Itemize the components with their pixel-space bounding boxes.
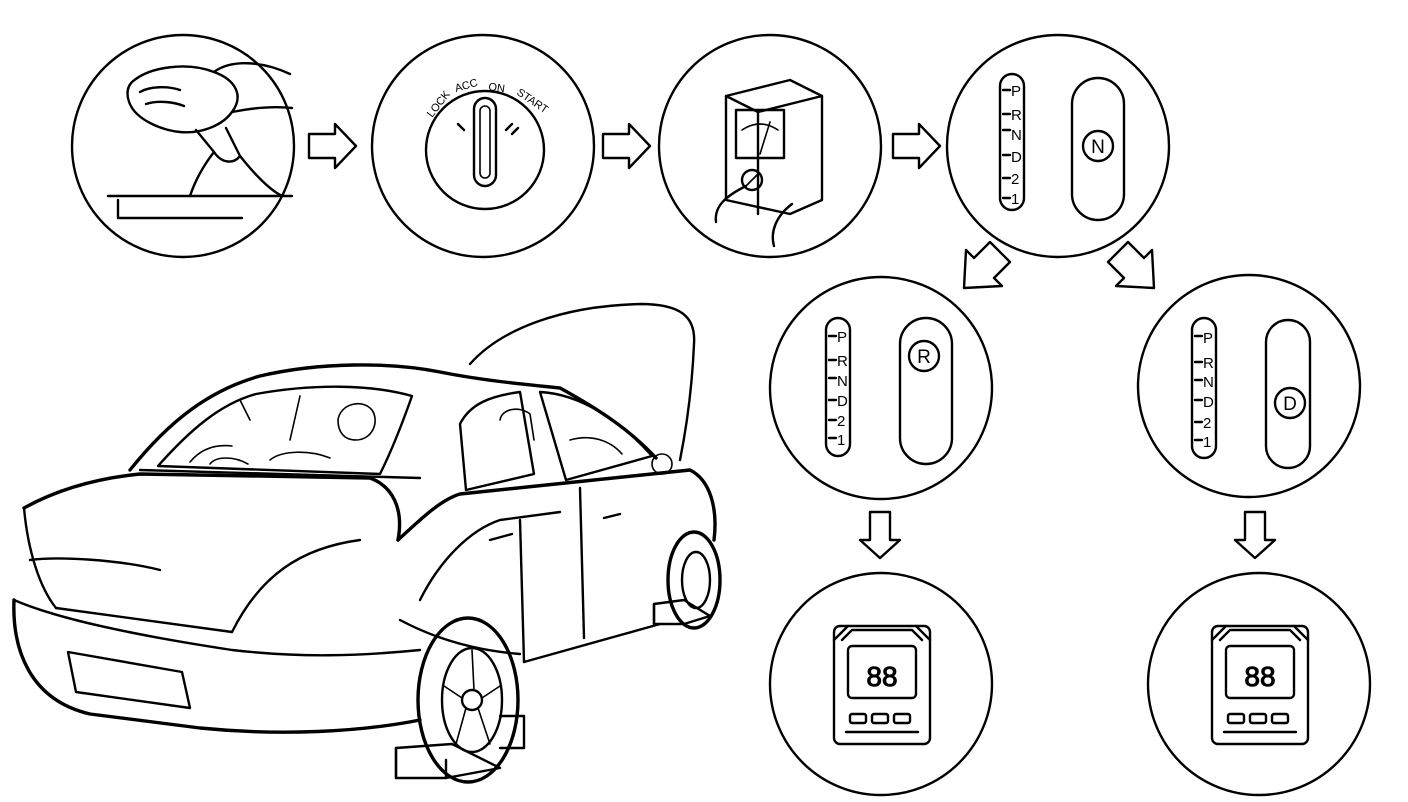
gate-label-n: N: [837, 373, 848, 390]
diagnostic-display-icon: 88: [832, 624, 932, 746]
selected-gear-n: N: [1091, 137, 1105, 158]
side-window-front: [538, 390, 654, 482]
gate-label-p: P: [1011, 83, 1021, 100]
step-shift-neutral: P R N D 2 1 N: [945, 33, 1171, 259]
gate-label-r: R: [1203, 355, 1214, 372]
switch-label-on: ON: [488, 81, 506, 95]
gate-label-r: R: [837, 353, 848, 370]
flow-arrow-icon: [601, 122, 652, 170]
rear-window: [156, 385, 414, 476]
rear-bumper: [12, 598, 422, 734]
step-shift-reverse: P R N D 2 1 R: [768, 275, 994, 501]
shift-gate-icon: P R N D 2 1 N: [998, 72, 1126, 222]
gate-label-d: D: [1011, 149, 1022, 166]
gate-label-d: D: [837, 393, 848, 410]
display-readout: 88: [1244, 661, 1275, 692]
gate-label-1: 1: [837, 432, 845, 449]
flow-arrow-icon: [891, 122, 942, 170]
side-window-rear: [458, 390, 536, 492]
flow-arrow-icon: [307, 122, 358, 170]
flow-arrow-icon: [1233, 510, 1277, 560]
step-ignition-switch: LOCK ACC ON START: [370, 33, 596, 259]
ignition-switch-icon: LOCK ACC ON START: [424, 77, 550, 211]
parking-brake-icon: [106, 62, 294, 220]
gate-label-2: 2: [1203, 415, 1211, 432]
open-hood: [468, 302, 696, 462]
gate-label-2: 2: [1011, 171, 1019, 188]
shift-gate-icon: P R N D 2 1 R: [824, 316, 954, 466]
flow-arrow-icon: [962, 240, 1012, 290]
selected-gear-r: R: [917, 347, 931, 368]
gate-label-1: 1: [1011, 191, 1019, 208]
flow-arrow-icon: [858, 510, 902, 560]
gate-label-r: R: [1011, 107, 1022, 124]
rear-wheel: [416, 616, 520, 784]
gate-label-d: D: [1203, 394, 1214, 411]
gate-label-p: P: [837, 329, 847, 346]
selected-gear-d: D: [1283, 394, 1297, 415]
tester-meter-icon: [714, 78, 824, 248]
display-readout: 88: [866, 661, 897, 692]
step-display-drive: 88: [1146, 571, 1372, 797]
gate-label-1: 1: [1203, 434, 1211, 451]
step-shift-drive: P R N D 2 1 D: [1136, 273, 1362, 499]
diagnostic-display-icon: 88: [1210, 624, 1310, 746]
gate-label-n: N: [1011, 127, 1022, 144]
shift-gate-icon: P R N D 2 1 D: [1190, 316, 1312, 470]
front-wheel: [666, 530, 722, 630]
gate-label-n: N: [1203, 374, 1214, 391]
gate-label-2: 2: [837, 413, 845, 430]
car-with-wheel-chocks-icon: [12, 302, 722, 784]
flow-arrow-icon: [1106, 240, 1156, 290]
gate-label-p: P: [1203, 330, 1213, 347]
step-tester-meter: [657, 33, 883, 259]
wheel-chock-rear: [394, 742, 502, 780]
step-display-reverse: 88: [768, 571, 994, 797]
step-parking-brake: [70, 33, 296, 259]
